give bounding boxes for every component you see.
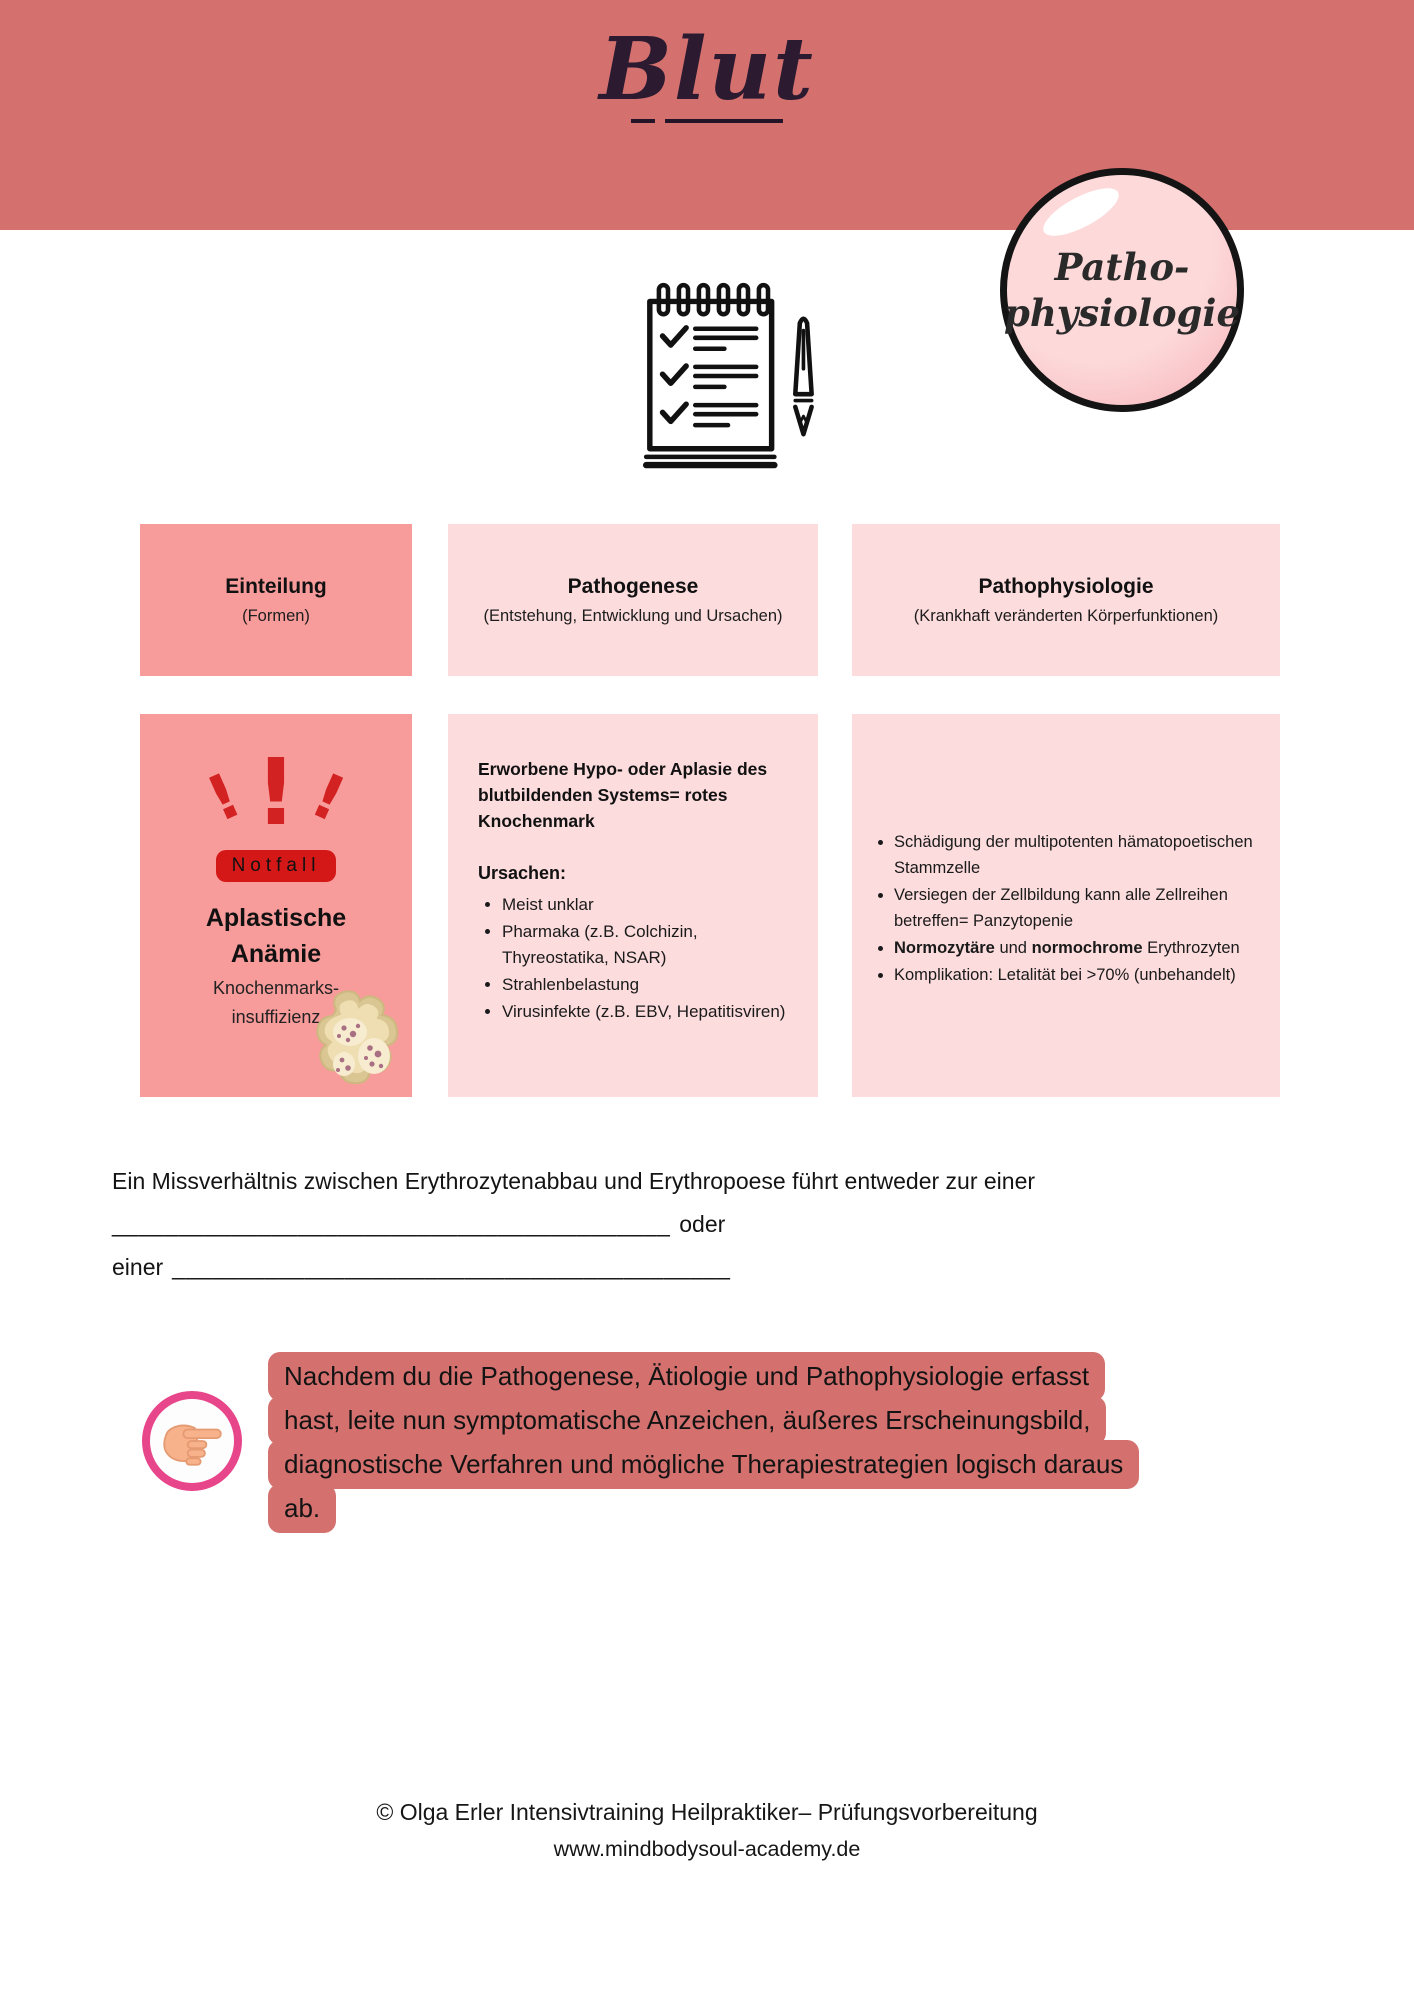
emergency-card: ! ! ! Notfall Aplastische Anämie Knochen… [140,714,412,1097]
causes-label: Ursachen: [478,863,567,883]
notfall-badge: Notfall [215,850,337,882]
pathogenese-heading: Erworbene Hypo- oder Aplasie des blutbil… [478,759,768,831]
checklist-notepad-icon [628,276,828,481]
intro-box-subtitle: (Krankhaft veränderten Körperfunktionen) [913,607,1219,625]
fill-in-line-1: Ein Missverhältnis zwischen Erythrozyten… [112,1168,1036,1194]
title-underline [622,118,792,123]
intro-box-pathophysiologie: Pathophysiologie (Krankhaft veränderten … [852,524,1280,676]
emergency-card-subtitle: Knochenmarks- insuffizienz [212,978,340,1027]
tip-line: diagnostische Verfahren und mögliche The… [268,1440,1140,1489]
pointing-hand-icon [142,1391,242,1491]
intro-box-title: Einteilung [225,575,327,598]
topic-badge: Patho- physiologie [1000,168,1244,412]
list-item: Normozytäre und normochrome Erythrozyten [894,935,1260,961]
fill-in-line-2: ________________________________________… [112,1211,731,1280]
list-item: Strahlenbelastung [502,972,790,998]
tip-bubble: Nachdem du die Pathogenese, Ätiologie un… [268,1352,1328,1533]
answer-blank-1: ________________________________________… [112,1211,671,1237]
causes-list: Meist unklar Pharmaka (z.B. Colchizin, T… [478,892,790,1025]
pathophysiologie-list: Schädigung der multipotenten hämatopoeti… [852,829,1280,989]
intro-box-pathogenese: Pathogenese (Entstehung, Entwicklung und… [448,524,818,676]
page-title-wrap: Blut [0,22,1414,123]
website-url: www.mindbodysoul-academy.de [553,1837,861,1861]
pathogenese-card: Erworbene Hypo- oder Aplasie des blutbil… [448,714,818,1097]
intro-box-subtitle: (Formen) [242,607,310,625]
list-item: Komplikation: Letalität bei >70% (unbeha… [894,962,1260,988]
tip-line: Nachdem du die Pathogenese, Ätiologie un… [268,1352,1106,1401]
triple-exclamation-icon: ! ! ! [195,739,357,846]
copyright-text: © Olga Erler Intensivtraining Heilprakti… [376,1799,1038,1825]
page-title: Blut [599,19,815,120]
bone-marrow-icon [306,990,416,1107]
tip-line: ab. [268,1484,337,1533]
answer-blank-2: ________________________________________… [172,1254,731,1280]
list-item: Pharmaka (z.B. Colchizin, Thyreostatika,… [502,919,790,971]
footer: © Olga Erler Intensivtraining Heilprakti… [0,1795,1414,1865]
tip-line: hast, leite nun symptomatische Anzeichen… [268,1396,1107,1445]
list-item: Versiegen der Zellbildung kann alle Zell… [894,882,1260,934]
fill-in-sentence: Ein Missverhältnis zwischen Erythrozyten… [112,1160,1327,1289]
intro-box-einteilung: Einteilung (Formen) [140,524,412,676]
list-item: Meist unklar [502,892,790,918]
intro-box-subtitle: (Entstehung, Entwicklung und Ursachen) [483,607,783,625]
badge-line-1: Patho- [1054,245,1190,289]
intro-box-title: Pathogenese [567,575,699,598]
intro-box-title: Pathophysiologie [978,575,1154,598]
badge-line-2: physiologie [1003,291,1241,335]
list-item: Schädigung der multipotenten hämatopoeti… [894,829,1260,881]
pathophysiologie-card: Schädigung der multipotenten hämatopoeti… [852,714,1280,1097]
underline-dash [631,118,655,123]
emergency-card-title: Aplastische Anämie [205,904,347,968]
list-item: Virusinfekte (z.B. EBV, Hepatitisviren) [502,999,790,1025]
underline-bar [665,118,783,123]
